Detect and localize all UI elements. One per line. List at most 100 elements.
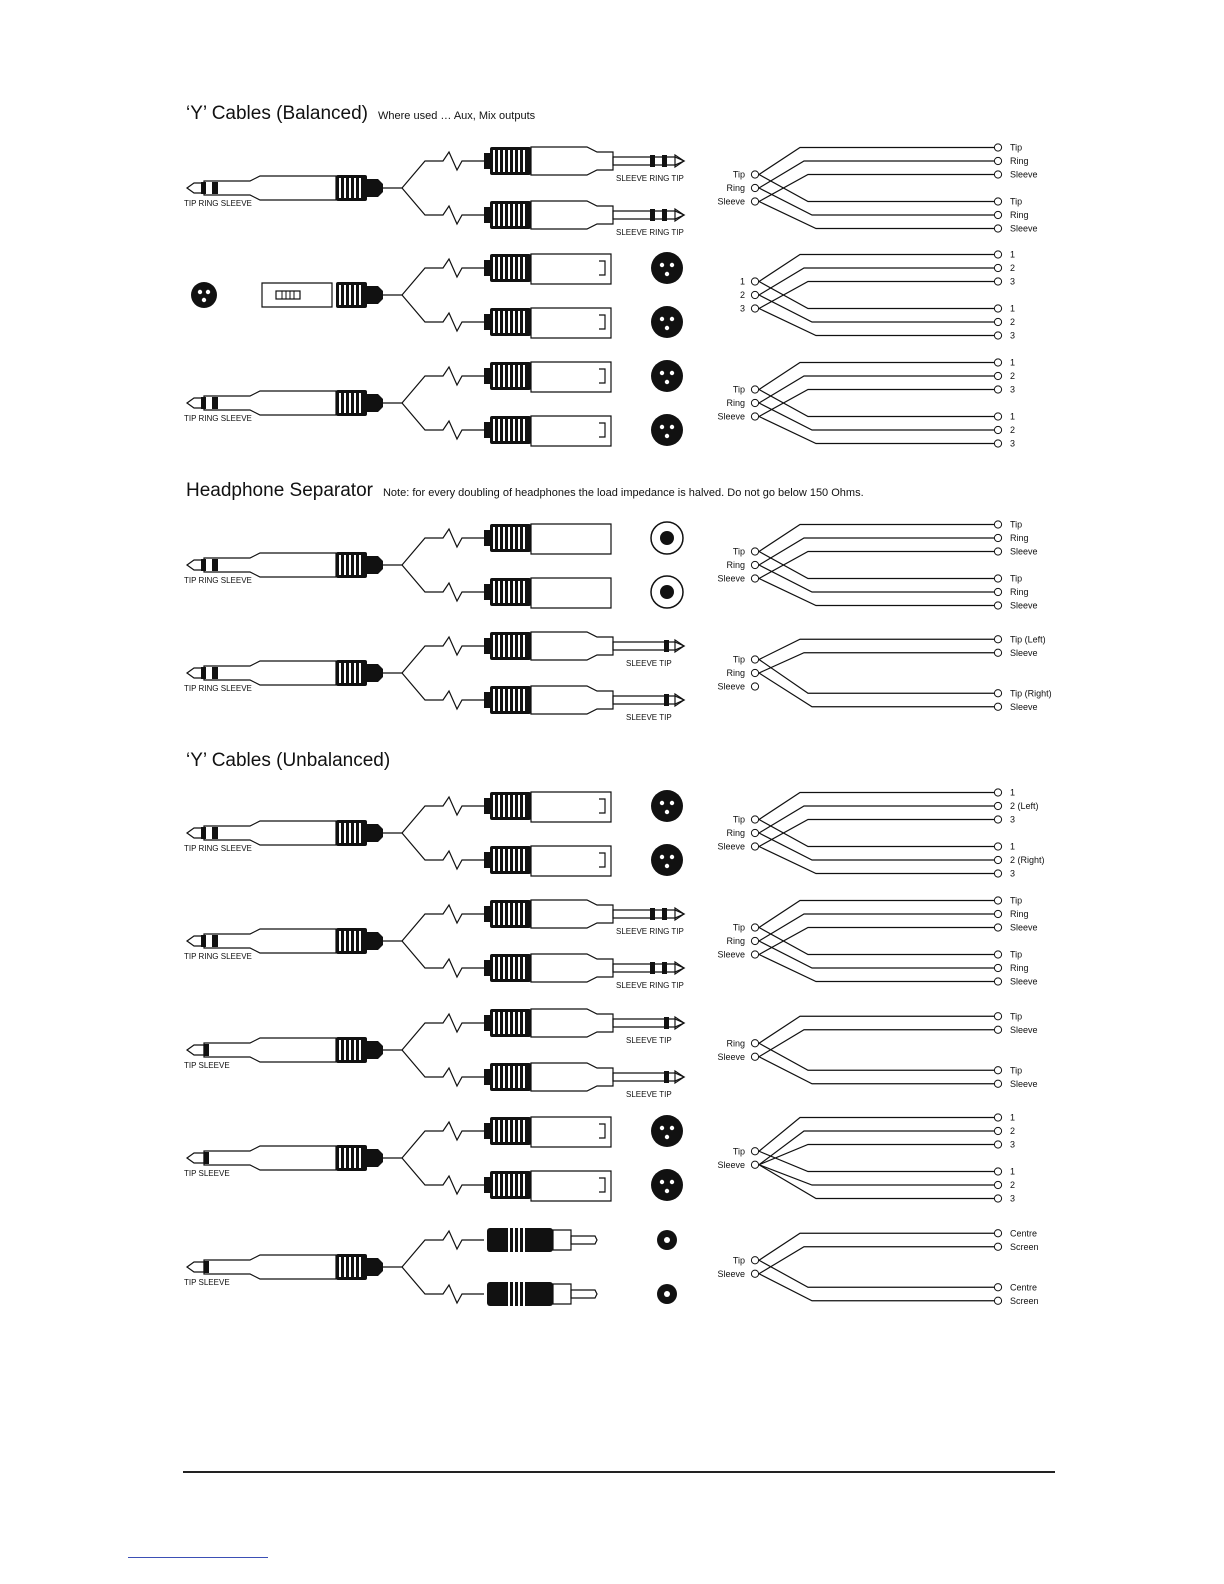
grip-rib xyxy=(354,178,356,198)
right-terminal-label: Sleeve xyxy=(1010,224,1038,234)
grip-rib xyxy=(513,957,515,979)
right-terminal-label: 3 xyxy=(1010,869,1015,879)
right-terminal-label: 1 xyxy=(1010,250,1015,260)
grip-rib xyxy=(513,581,515,603)
right-terminal-label: Sleeve xyxy=(1010,702,1038,712)
grip-rib xyxy=(523,1120,525,1142)
branch-label: SLEEVE TIP xyxy=(626,659,672,668)
xlr-latch xyxy=(599,260,606,276)
right-terminal-label: Tip xyxy=(1010,1065,1022,1075)
grip-rib xyxy=(349,178,351,198)
right-terminal-label: 1 xyxy=(1010,788,1015,798)
section-heading: ‘Y’ Cables (Balanced) xyxy=(186,103,368,124)
left-terminal xyxy=(750,1039,760,1048)
grip-rib xyxy=(518,635,520,657)
grip-rib xyxy=(359,823,361,843)
branch-label: SLEEVE TIP xyxy=(626,1090,672,1099)
right-terminal-label: Screen xyxy=(1010,1242,1039,1252)
right-terminal-label: Tip xyxy=(1010,520,1022,530)
strain-relief xyxy=(484,584,490,600)
right-terminal-label: Centre xyxy=(1010,1282,1037,1292)
plug-shaft xyxy=(612,909,686,919)
right-terminal-label: 3 xyxy=(1010,815,1015,825)
grip-rib xyxy=(508,581,510,603)
grip-rib xyxy=(349,1148,351,1168)
right-terminal xyxy=(993,331,1003,340)
right-terminal-label: Ring xyxy=(1010,156,1029,166)
right-terminal xyxy=(993,815,1003,824)
right-terminal xyxy=(993,277,1003,286)
grip-rib xyxy=(523,150,525,172)
grip-rib xyxy=(503,1174,505,1196)
grip-rib xyxy=(518,1120,520,1142)
plug-shell xyxy=(203,1145,337,1171)
source-label: TIP RING SLEEVE xyxy=(184,844,252,853)
wire xyxy=(758,899,994,929)
right-terminal-label: 3 xyxy=(1010,277,1015,287)
grip-rib xyxy=(518,1174,520,1196)
grip-rib xyxy=(523,903,525,925)
wire xyxy=(758,294,994,323)
wire xyxy=(758,523,994,553)
cable-branch xyxy=(401,257,484,296)
grip-body xyxy=(490,416,531,444)
right-terminal xyxy=(993,1296,1003,1305)
strain-relief xyxy=(484,368,490,384)
grip-rib xyxy=(508,419,510,441)
right-terminal-label: 2 xyxy=(1010,317,1015,327)
left-terminal-label: Sleeve xyxy=(717,682,745,692)
right-terminal-label: Tip xyxy=(1010,197,1022,207)
source-label: TIP RING SLEEVE xyxy=(184,952,252,961)
strain-relief xyxy=(484,422,490,438)
right-terminal-label: 1 xyxy=(1010,412,1015,422)
plug-shell xyxy=(203,820,337,846)
grip-body xyxy=(490,1171,531,1199)
left-terminal-label: Tip xyxy=(733,1146,745,1156)
strain-relief xyxy=(484,207,490,223)
grip-rib xyxy=(508,1066,510,1088)
right-terminal xyxy=(993,197,1003,206)
left-terminal xyxy=(750,560,760,570)
grip-rib xyxy=(523,1066,525,1088)
right-terminal xyxy=(993,1194,1003,1203)
grip-rib xyxy=(503,795,505,817)
grip-rib xyxy=(349,663,351,683)
plug-ring-band xyxy=(664,694,669,706)
right-terminal-label: Tip (Right) xyxy=(1010,688,1052,698)
left-terminal xyxy=(750,1269,760,1278)
plug-ring-band xyxy=(212,667,218,679)
cable-branch xyxy=(401,1266,484,1305)
xlr-face-icon xyxy=(651,844,683,876)
grip-rib xyxy=(523,257,525,279)
grip-rib xyxy=(354,931,356,951)
rca-band xyxy=(523,1228,525,1252)
right-terminal-label: 3 xyxy=(1010,439,1015,449)
right-terminal xyxy=(993,1180,1003,1190)
grip-rib xyxy=(518,849,520,871)
left-terminal xyxy=(750,923,760,932)
plug-shell xyxy=(530,146,614,176)
cable-branch xyxy=(401,1012,484,1051)
left-terminal-label: Ring xyxy=(726,560,745,570)
grip-rib xyxy=(349,555,351,575)
right-terminal xyxy=(993,547,1003,556)
grip-rib xyxy=(503,1066,505,1088)
grip-rib xyxy=(498,1174,500,1196)
left-terminal-label: Sleeve xyxy=(717,950,745,960)
grip-rib xyxy=(513,311,515,333)
grip-rib xyxy=(354,393,356,413)
grip-rib xyxy=(513,1120,515,1142)
plug-ring-band xyxy=(212,935,218,947)
grip-rib xyxy=(523,204,525,226)
grip-rib xyxy=(498,1012,500,1034)
grip-rib xyxy=(513,365,515,387)
grip-rib xyxy=(508,795,510,817)
grip-rib xyxy=(523,419,525,441)
plug-ring-band xyxy=(662,209,667,221)
plug-shell xyxy=(261,282,333,308)
grip-rib xyxy=(523,1174,525,1196)
plug-shaft xyxy=(612,1018,686,1028)
right-terminal xyxy=(993,855,1003,865)
